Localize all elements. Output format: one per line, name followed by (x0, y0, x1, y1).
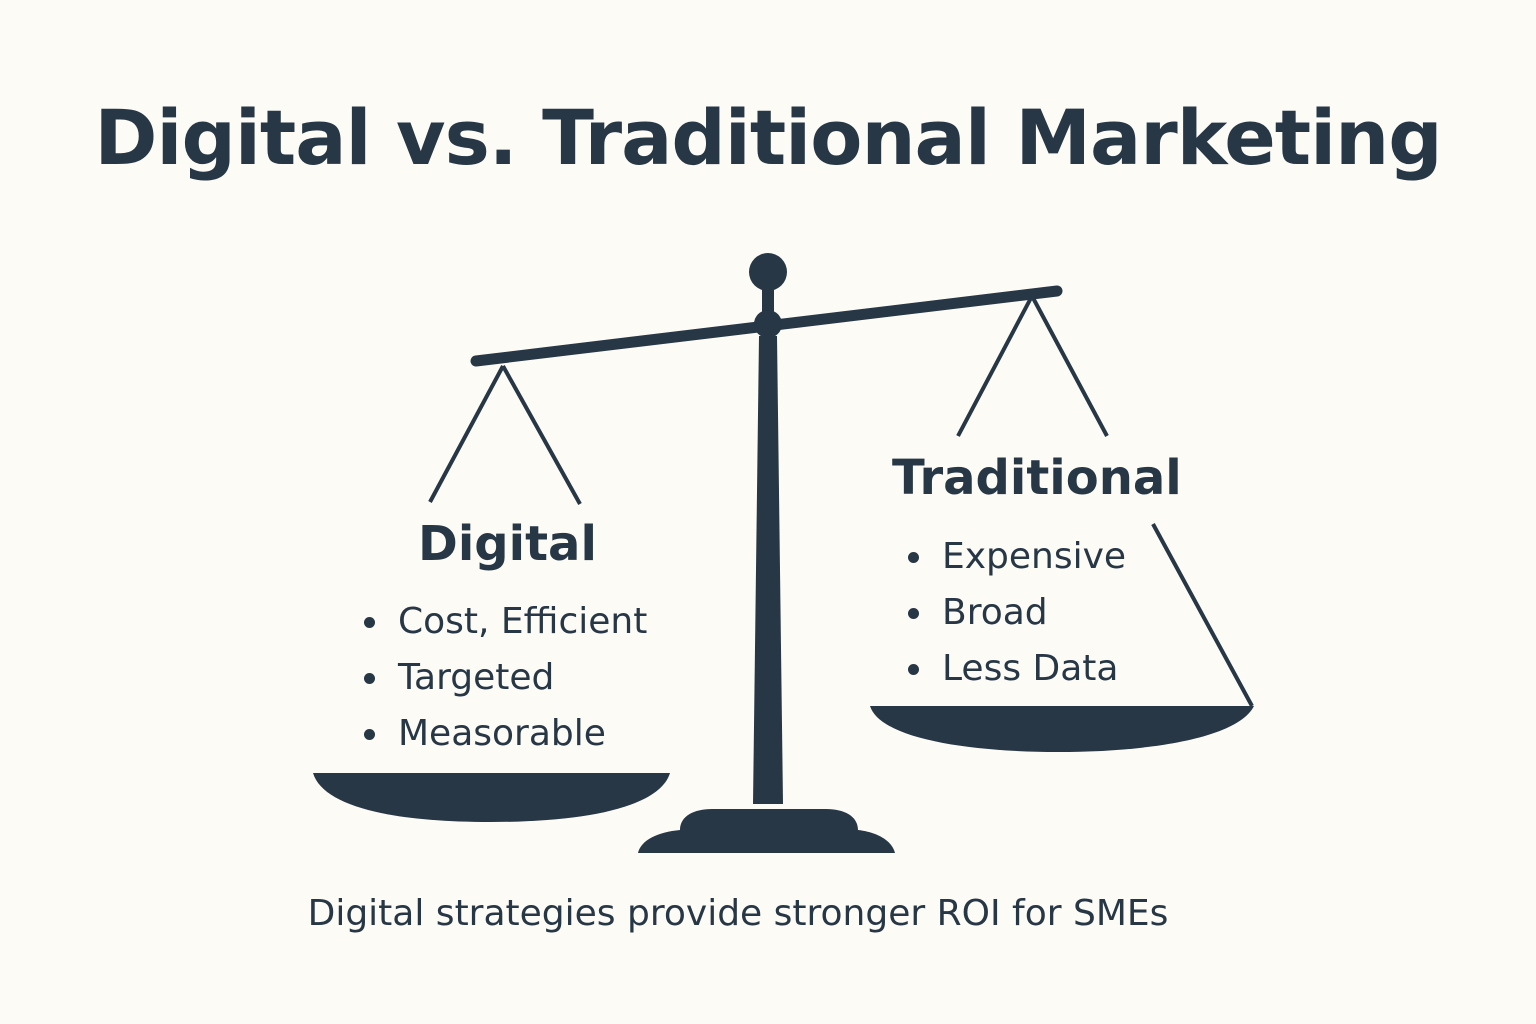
right-hanger-right (1030, 295, 1109, 437)
list-item: Targeted (362, 650, 647, 706)
list-item: Measorable (362, 706, 647, 762)
traditional-heading: Traditional (892, 450, 1182, 506)
scale-base (638, 809, 895, 853)
footer-caption: Digital strategies provide stronger ROI … (307, 893, 1169, 934)
list-item: Cost, Efficient (362, 594, 647, 650)
list-item: Broad (906, 585, 1126, 641)
left-pan (313, 773, 670, 822)
right-pan-side (1151, 523, 1254, 707)
scale-post (753, 336, 783, 804)
right-hanger-left (956, 295, 1034, 437)
scale-pivot (754, 310, 782, 338)
left-hanger-right (501, 365, 582, 505)
list-item: Expensive (906, 529, 1126, 585)
left-hanger-left (428, 365, 505, 503)
traditional-list: Expensive Broad Less Data (906, 529, 1126, 697)
digital-list: Cost, Efficient Targeted Measorable (362, 594, 647, 762)
list-item: Less Data (906, 641, 1126, 697)
page-title: Digital vs. Traditional Marketing (94, 93, 1442, 182)
scale-knob (749, 253, 787, 291)
right-pan (870, 706, 1254, 752)
digital-heading: Digital (418, 516, 597, 572)
